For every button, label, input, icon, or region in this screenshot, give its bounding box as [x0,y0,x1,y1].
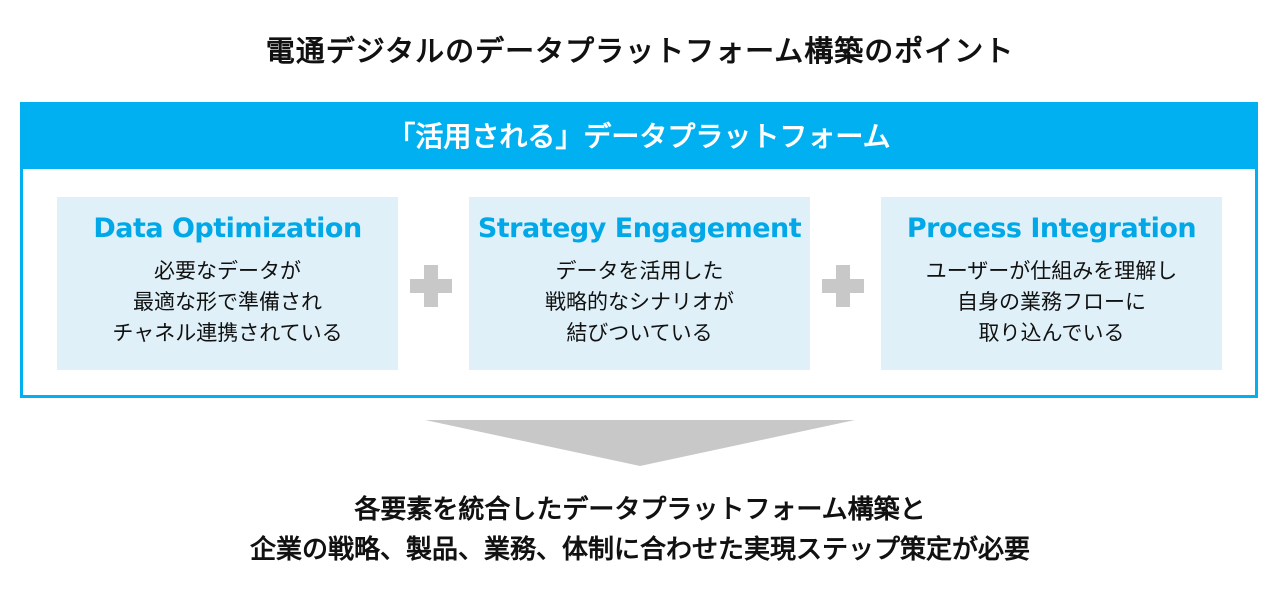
description-line: 戦略的なシナリオが [545,290,734,314]
description-line: データを活用した [555,259,724,283]
down-arrow-icon [425,420,855,466]
pillar-data-optimization: Data Optimization 必要なデータが 最適な形で準備され チャネル… [57,197,398,370]
pillar-description: データを活用した 戦略的なシナリオが 結びついている [469,256,810,349]
plus-icon [410,265,452,307]
conclusion-line: 企業の戦略、製品、業務、体制に合わせた実現ステップ策定が必要 [249,535,1030,565]
diagram-title: 電通デジタルのデータプラットフォーム構築のポイント [265,34,1015,68]
description-line: チャネル連携されている [112,321,343,345]
pillar-title: Process Integration [906,213,1197,244]
pillar-strategy-engagement: Strategy Engagement データを活用した 戦略的なシナリオが 結… [469,197,810,370]
pillar-process-integration: Process Integration ユーザーが仕組みを理解し 自身の業務フロ… [881,197,1222,370]
platform-heading: 「活用される」データプラットフォーム [23,105,1255,169]
conclusion: 各要素を統合したデータプラットフォーム構築と 企業の戦略、製品、業務、体制に合わ… [0,490,1280,570]
platform-frame: 「活用される」データプラットフォーム Data Optimization 必要な… [20,102,1258,398]
description-line: 自身の業務フローに [957,290,1146,314]
pillar-description: ユーザーが仕組みを理解し 自身の業務フローに 取り込んでいる [881,256,1222,349]
description-line: ユーザーが仕組みを理解し [925,259,1178,283]
pillar-title: Strategy Engagement [477,213,802,244]
description-line: 最適な形で準備され [133,290,322,314]
description-line: 取り込んでいる [978,321,1125,345]
conclusion-line: 各要素を統合したデータプラットフォーム構築と [354,495,926,525]
pillar-description: 必要なデータが 最適な形で準備され チャネル連携されている [57,256,398,349]
plus-icon [822,265,864,307]
description-line: 結びついている [566,321,713,345]
pillar-title: Data Optimization [93,213,362,244]
description-line: 必要なデータが [154,259,301,283]
